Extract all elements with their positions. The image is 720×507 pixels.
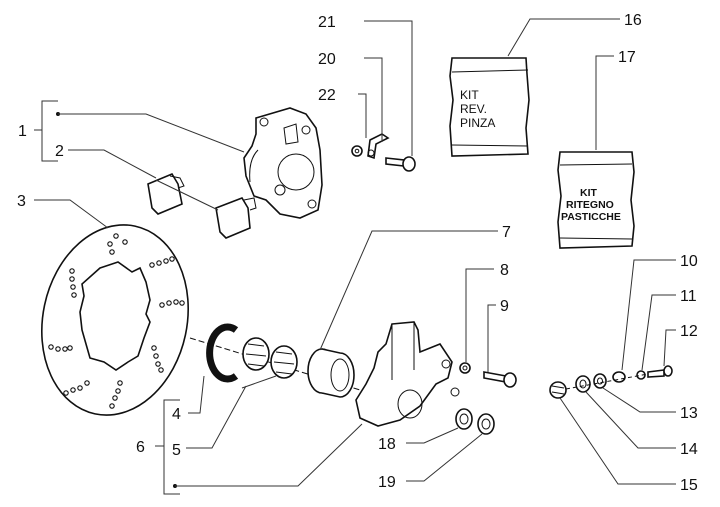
caliper-support <box>355 321 460 427</box>
group-bracket-1 <box>34 100 245 162</box>
label-16: 16 <box>624 12 642 29</box>
seal-ring-4 <box>206 323 239 383</box>
bolt-9 <box>483 371 517 388</box>
washer-8 <box>459 362 471 374</box>
label-15: 15 <box>680 477 698 494</box>
kit-16-line1: KIT <box>460 88 479 102</box>
disc-holes <box>48 233 185 409</box>
seal-18 <box>455 408 473 430</box>
label-2: 2 <box>55 143 64 160</box>
brake-disc <box>40 224 190 416</box>
label-13: 13 <box>680 405 698 422</box>
group-bracket-6 <box>155 399 363 495</box>
label-3: 3 <box>17 193 26 210</box>
kit-17-line1: KIT <box>580 187 598 199</box>
kit-bag-16: KIT REV. PINZA <box>449 57 530 157</box>
roller-bearing-5a <box>242 337 270 371</box>
label-8: 8 <box>500 262 509 279</box>
kit-17-line2: RITEGNO <box>566 199 614 211</box>
bolt-21 <box>385 156 416 172</box>
brake-pad-1 <box>147 172 185 215</box>
bracket-20 <box>367 133 390 160</box>
washer-14 <box>575 375 591 393</box>
label-11: 11 <box>680 288 697 305</box>
label-14: 14 <box>680 441 698 458</box>
label-7: 7 <box>502 224 511 241</box>
label-18: 18 <box>378 436 396 453</box>
label-10: 10 <box>680 253 698 270</box>
washer-13 <box>593 373 607 389</box>
washer-22 <box>351 145 363 157</box>
brake-pad-2 <box>215 197 257 239</box>
bushing-7 <box>307 348 355 398</box>
label-20: 20 <box>318 51 336 68</box>
kit-16-line2: REV. <box>460 102 487 116</box>
label-12: 12 <box>680 323 698 340</box>
roller-bearing-5b <box>270 345 298 379</box>
label-19: 19 <box>378 474 396 491</box>
label-6: 6 <box>136 439 145 456</box>
label-5: 5 <box>172 442 181 459</box>
gear-15 <box>549 381 567 399</box>
kit-16-line3: PINZA <box>460 116 495 130</box>
screw-12 <box>647 365 673 378</box>
kit-bag-17: KIT RITEGNO PASTICCHE <box>557 151 635 249</box>
kit-17-line3: PASTICCHE <box>561 211 621 223</box>
label-4: 4 <box>172 406 181 423</box>
label-9: 9 <box>500 298 509 315</box>
seal-19 <box>477 413 495 435</box>
label-22: 22 <box>318 87 336 104</box>
label-17: 17 <box>618 49 636 66</box>
label-21: 21 <box>318 14 336 31</box>
brake-caliper <box>243 107 323 219</box>
label-1: 1 <box>18 123 27 140</box>
